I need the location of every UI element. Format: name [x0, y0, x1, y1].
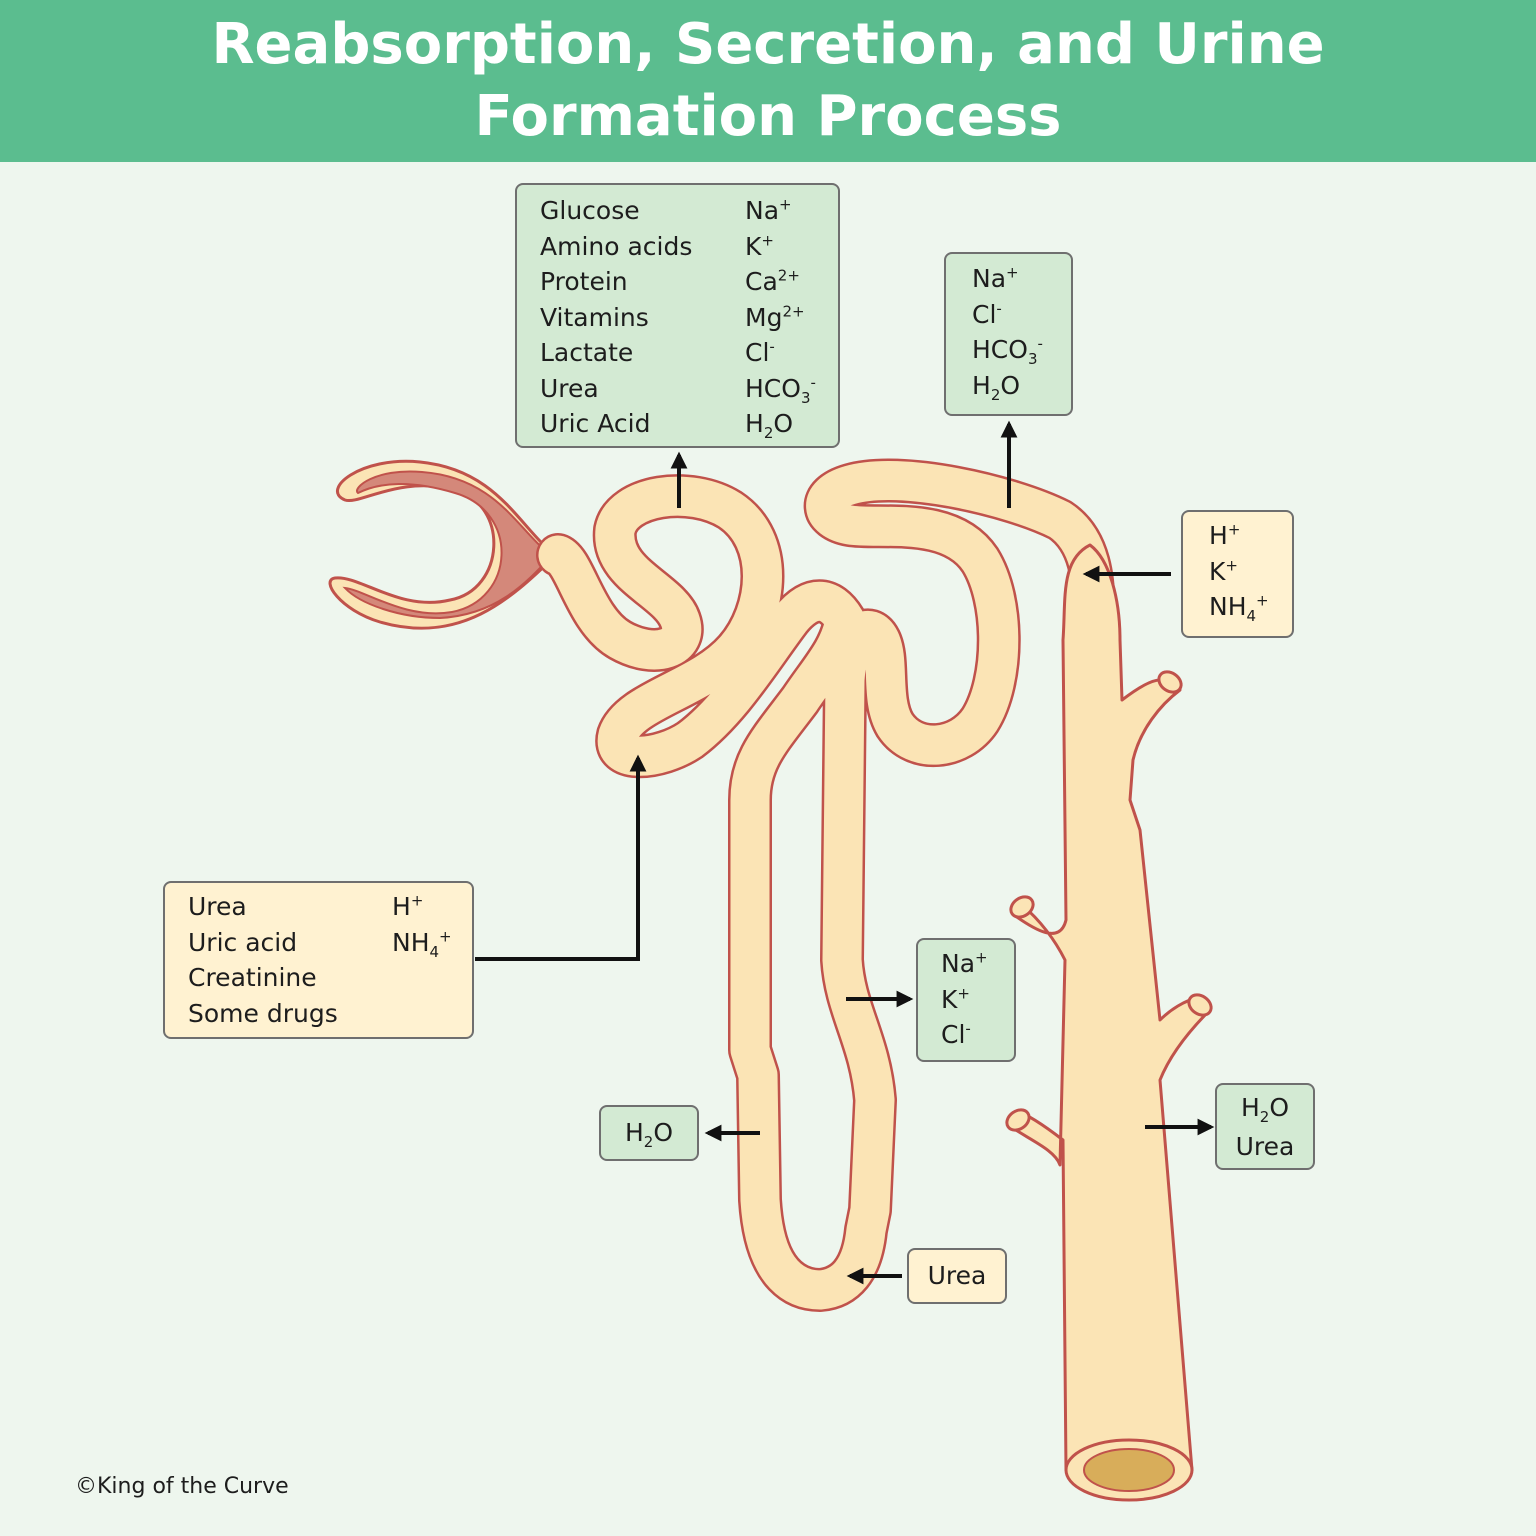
ion-chloride: Cl-	[941, 1019, 971, 1049]
ion-sodium: Na+	[745, 195, 792, 225]
copyright-notice: ©King of the Curve	[75, 1474, 289, 1499]
substance-lactate: Lactate	[540, 338, 634, 367]
substance-uric-acid: Uric acid	[188, 927, 298, 957]
water: H2O	[624, 1118, 674, 1151]
water: H2O	[972, 370, 1021, 404]
ion-chloride: Cl-	[972, 299, 1002, 329]
ion-sodium: Na+	[972, 263, 1019, 293]
glomerular-capsule	[328, 459, 564, 630]
ion-ammonium: NH4+	[392, 927, 452, 961]
pct-reabsorption-box: Glucose Amino acids Protein Vitamins Lac…	[515, 183, 840, 448]
substance-urea: Urea	[1235, 1131, 1295, 1161]
dct-reabsorption-box: Na+ Cl- HCO3- H2O	[944, 252, 1073, 416]
collecting-duct-reabsorption-box: H2O Urea	[1215, 1083, 1315, 1170]
title-line-1: Reabsorption, Secretion, and Urine	[211, 12, 1325, 77]
pct-reabsorption-left-column: Glucose Amino acids Protein Vitamins Lac…	[540, 193, 692, 442]
ascending-limb-box: Na+ K+ Cl-	[916, 938, 1016, 1062]
ion-chloride: Cl-	[745, 337, 775, 367]
ion-hydrogen: H+	[392, 891, 424, 921]
substance-creatinine: Creatinine	[188, 963, 317, 992]
ion-magnesium: Mg2+	[745, 302, 805, 332]
arrows	[475, 420, 1215, 1285]
substance-protein: Protein	[540, 267, 628, 296]
substance-urea: Urea	[927, 1261, 987, 1290]
substance-urea: Urea	[540, 373, 599, 403]
substance-uric-acid: Uric Acid	[540, 409, 651, 438]
arrow-pct-secretion	[475, 754, 647, 961]
descending-limb-box: H2O	[599, 1105, 699, 1161]
ion-hydrogen: H+	[1209, 520, 1241, 550]
pct-secretion-box: Urea Uric acid Creatinine Some drugs H+ …	[163, 881, 474, 1039]
renal-tubule	[536, 458, 1116, 1312]
ion-potassium: K+	[745, 231, 774, 261]
ion-sodium: Na+	[941, 948, 988, 978]
collecting-secretion-box: H+ K+ NH4+	[1181, 510, 1294, 638]
ion-bicarbonate: HCO3-	[972, 334, 1043, 368]
pct-reabsorption-right-column: Na+ K+ Ca2+ Mg2+ Cl- HCO3- H2O	[745, 193, 816, 442]
water: H2O	[745, 409, 794, 442]
ion-calcium: Ca2+	[745, 266, 800, 296]
ion-potassium: K+	[941, 984, 970, 1014]
substance-vitamins: Vitamins	[540, 302, 649, 332]
substance-glucose: Glucose	[540, 196, 640, 225]
title-line-2: Formation Process	[474, 84, 1062, 149]
substance-amino-acids: Amino acids	[540, 231, 693, 261]
ion-ammonium: NH4+	[1209, 591, 1269, 625]
collecting-duct	[1005, 543, 1213, 1502]
water: H2O	[1240, 1093, 1290, 1126]
ion-bicarbonate: HCO3-	[745, 373, 816, 407]
loop-urea-box: Urea	[907, 1248, 1007, 1304]
title-banner: Reabsorption, Secretion, and Urine Forma…	[0, 0, 1536, 162]
substance-urea: Urea	[188, 892, 247, 921]
substance-some-drugs: Some drugs	[188, 998, 338, 1028]
ion-potassium: K+	[1209, 556, 1238, 586]
